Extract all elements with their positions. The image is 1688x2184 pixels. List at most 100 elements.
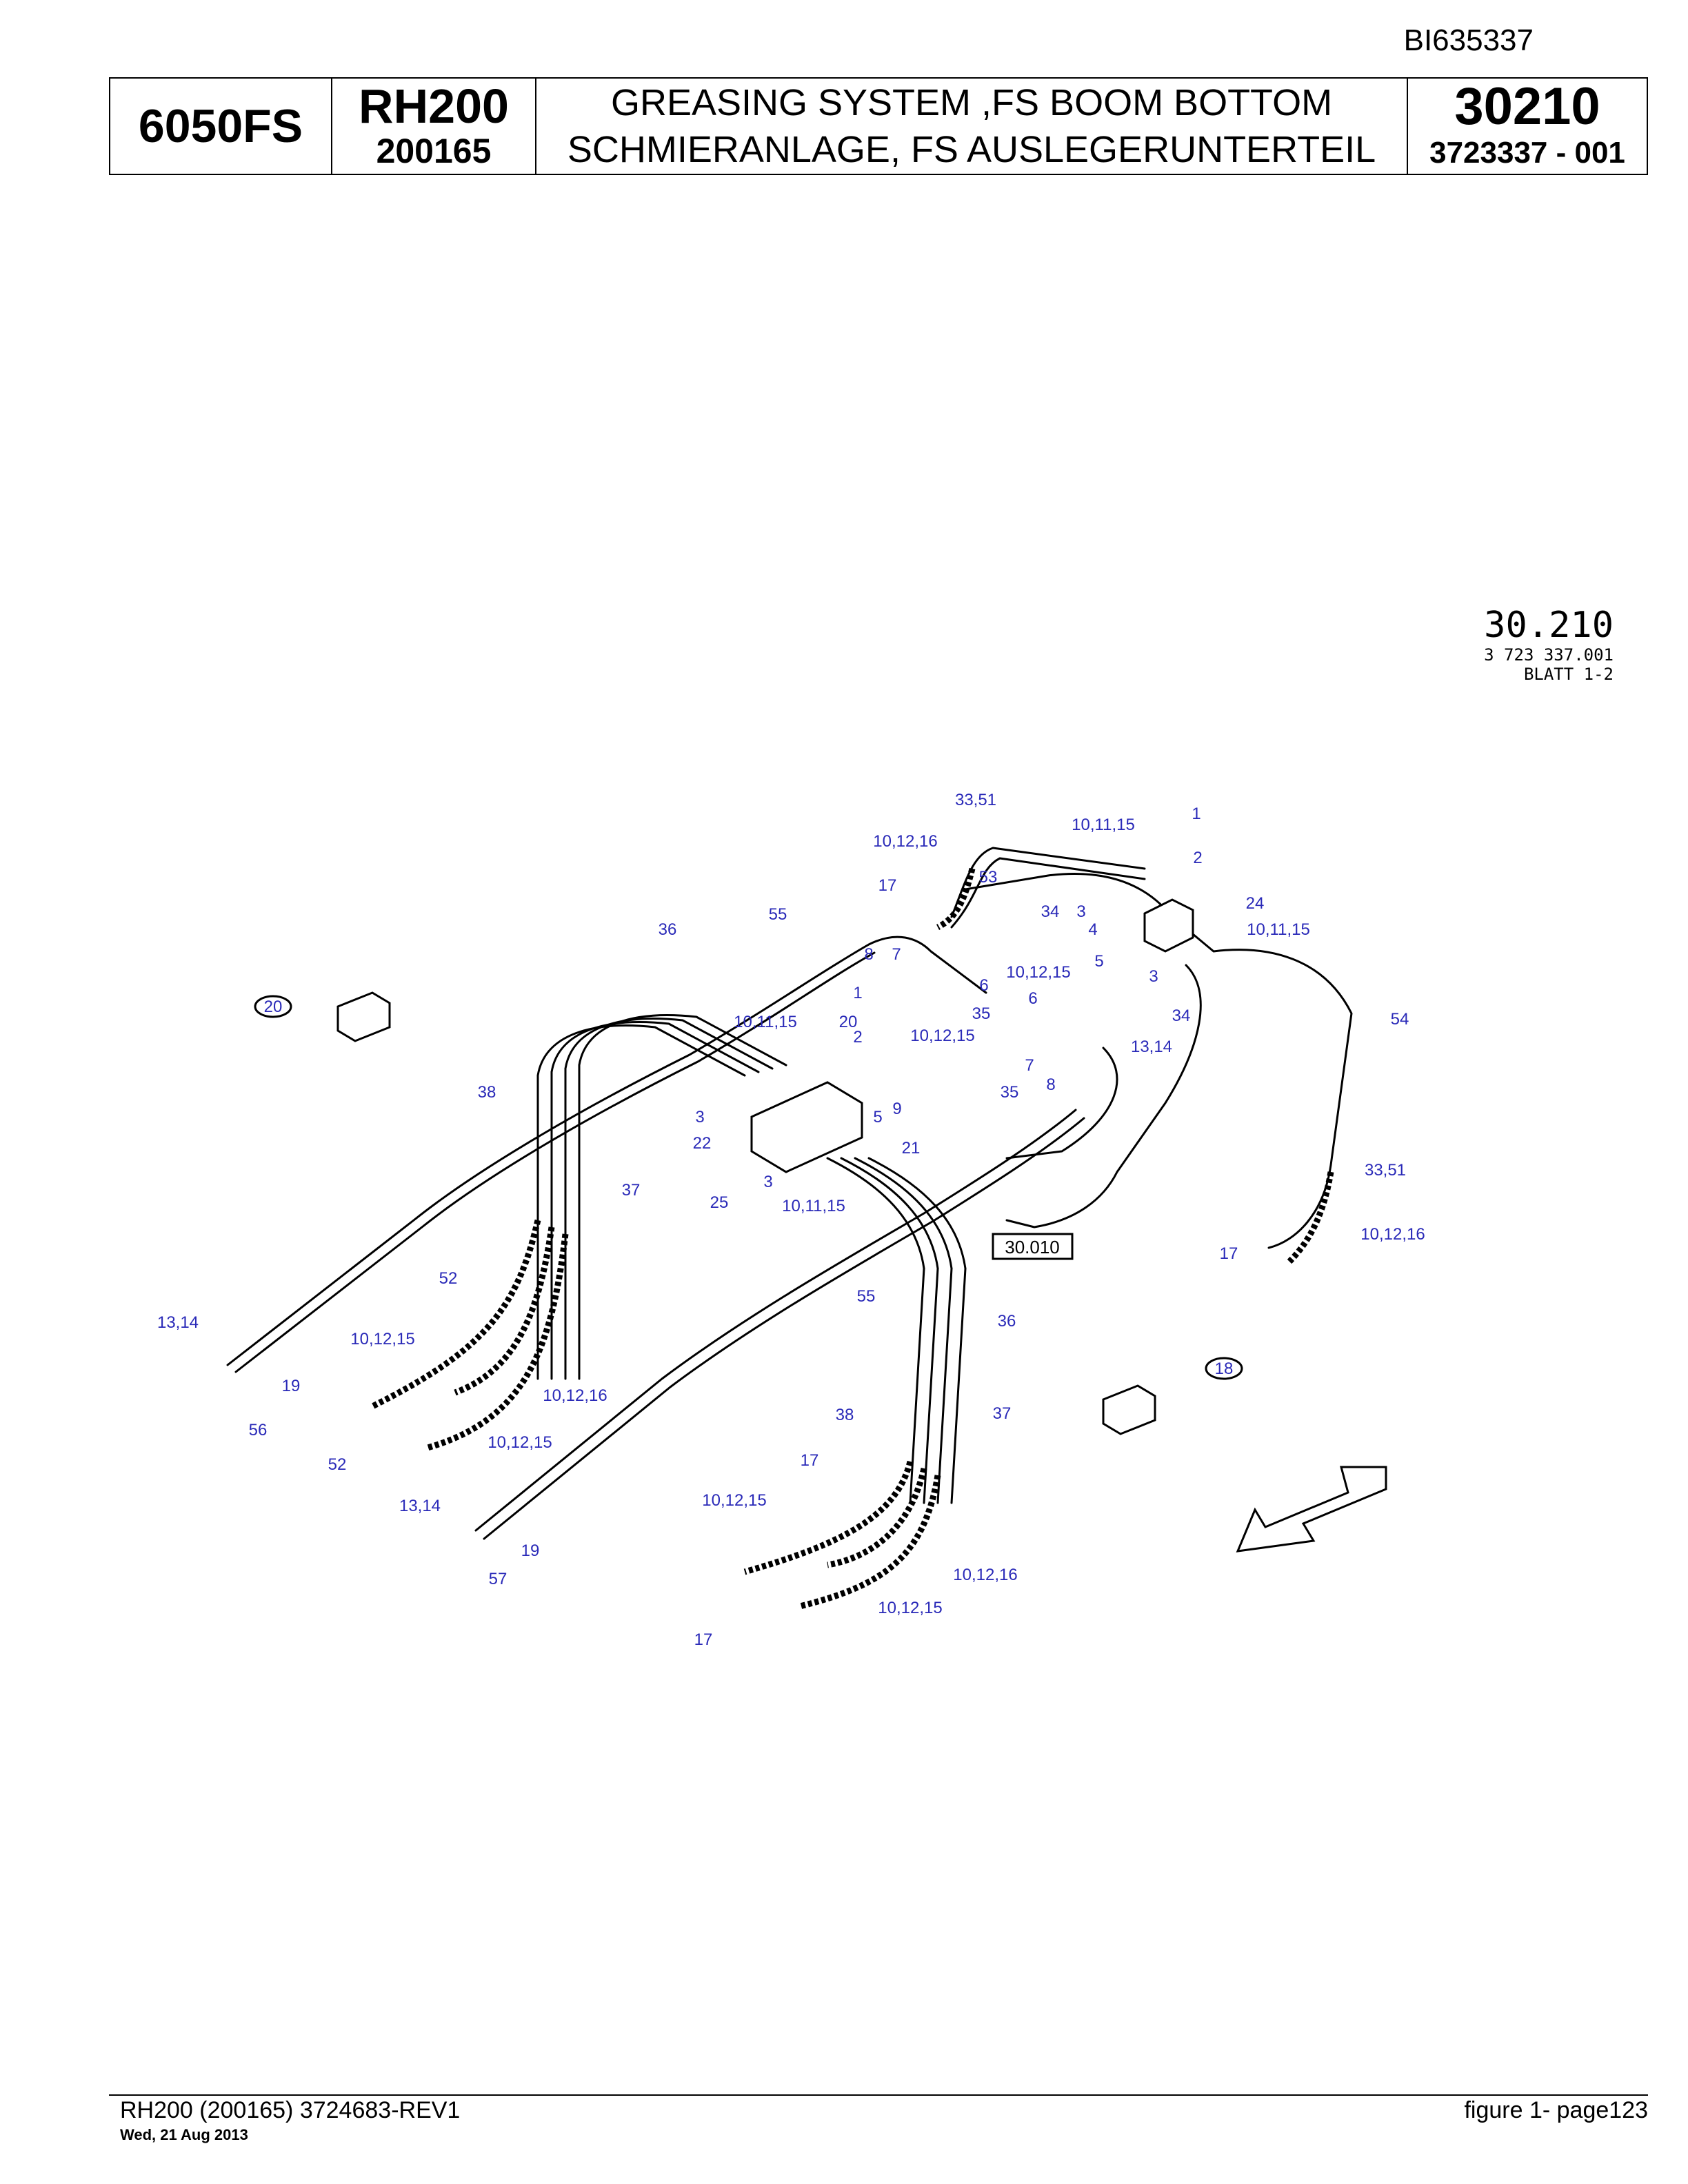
part-label: 24	[1246, 894, 1265, 913]
part-label: 9	[892, 1100, 901, 1118]
footer-page: figure 1- page123	[1464, 2097, 1648, 2123]
part-label: 7	[1025, 1056, 1034, 1075]
pipe-54	[964, 873, 1353, 1249]
part-label: 10,12,15	[350, 1330, 414, 1348]
part-label: 17	[694, 1630, 713, 1649]
part-label: 8	[1046, 1075, 1055, 1094]
part-label: 3	[695, 1108, 704, 1126]
hose-33-51-right	[1287, 1171, 1334, 1264]
part-label: 34	[1172, 1007, 1191, 1025]
part-label: 3	[1076, 902, 1085, 921]
part-label: 13,14	[399, 1497, 441, 1515]
pipe-lines	[226, 847, 1353, 1540]
part-label: 10,12,15	[1006, 963, 1070, 982]
part-label: 10,12,16	[873, 832, 937, 851]
part-label: 10,12,15	[910, 1027, 974, 1045]
part-label: 17	[801, 1451, 819, 1470]
part-label: 8	[864, 945, 873, 964]
reference-box-label: 30.010	[1005, 1237, 1060, 1257]
footer-date: Wed, 21 Aug 2013	[120, 2126, 248, 2143]
title-block: 6050FS RH200 200165 GREASING SYSTEM ,FS …	[109, 77, 1648, 175]
pipe-bundle-right	[909, 1267, 967, 1504]
part-label: 1	[1192, 805, 1200, 823]
part-label: 10,12,16	[953, 1566, 1017, 1584]
part-label: 34	[1041, 902, 1060, 921]
stamp-code: 30.210	[1484, 605, 1614, 646]
part-label: 10,11,15	[782, 1197, 845, 1215]
part-label: 36	[998, 1312, 1016, 1331]
part-label: 55	[769, 905, 787, 924]
part-label: 35	[1001, 1083, 1019, 1102]
part-label: 57	[489, 1570, 508, 1588]
part-label: 5	[1094, 952, 1103, 971]
part-label: 52	[439, 1269, 458, 1288]
part-label: 4	[1088, 920, 1097, 939]
part-label: 19	[521, 1541, 540, 1560]
part-label: 37	[993, 1404, 1012, 1423]
part-label: 10,12,15	[878, 1599, 942, 1617]
part-label: 10,12,15	[702, 1491, 766, 1510]
part-label: 38	[836, 1406, 854, 1424]
part-label: 37	[622, 1181, 641, 1200]
hose-33-51-top	[936, 867, 976, 931]
series-cell: RH200 200165	[332, 79, 536, 174]
hose-52-a	[370, 1219, 541, 1410]
model-number: 6050FS	[138, 100, 303, 152]
callout-oval-20	[254, 995, 292, 1018]
part-label: 3	[763, 1173, 772, 1191]
serial-number: 200165	[376, 132, 492, 170]
distributor-block-left	[750, 1081, 863, 1173]
callout-18: 18	[1215, 1359, 1234, 1378]
pipe-55-lower	[474, 1109, 1077, 1532]
part-label: 5	[873, 1108, 882, 1126]
part-label: 13,14	[157, 1313, 199, 1332]
stamp-sheet: BLATT 1-2	[1523, 665, 1614, 684]
part-label: 36	[659, 920, 677, 939]
part-label: 7	[892, 945, 901, 964]
code-cell: 30210 3723337 - 001	[1408, 79, 1647, 174]
grease-hoses	[370, 867, 1334, 1610]
part-label: 35	[972, 1004, 991, 1023]
part-label: 6	[1028, 989, 1037, 1008]
part-number: 3723337 - 001	[1429, 136, 1625, 170]
title-english: GREASING SYSTEM ,FS BOOM BOTTOM	[610, 82, 1333, 123]
pipe-34	[1005, 964, 1202, 1228]
part-label: 38	[478, 1083, 496, 1102]
part-label: 10,11,15	[1072, 816, 1135, 834]
drawing-stamp: 30.210 3 723 337.001 BLATT 1-2	[1484, 605, 1614, 684]
part-label: 17	[878, 876, 897, 895]
series-name: RH200	[359, 79, 509, 133]
part-label: 33,51	[1365, 1161, 1406, 1180]
part-label: 6	[979, 976, 988, 995]
part-label: 33,51	[955, 791, 996, 809]
footer-rule	[109, 2094, 1648, 2096]
callout-oval-18	[1205, 1357, 1243, 1380]
part-label: 1	[853, 984, 862, 1002]
distributor-block-right	[1143, 898, 1194, 953]
group-code: 30210	[1454, 77, 1600, 136]
part-label: 10,11,15	[1247, 920, 1310, 939]
part-label: 19	[282, 1377, 301, 1395]
part-label: 53	[979, 868, 998, 887]
part-label: 10,11,15	[734, 1013, 797, 1031]
pipe-clamp-18	[1102, 1384, 1156, 1435]
callout-20: 20	[264, 998, 283, 1016]
title-cell: GREASING SYSTEM ,FS BOOM BOTTOM SCHMIERA…	[536, 79, 1408, 174]
part-label: 10,12,16	[543, 1386, 607, 1405]
part-label: 3	[1149, 967, 1158, 986]
model-cell: 6050FS	[110, 79, 332, 174]
part-label: 56	[249, 1421, 268, 1439]
hose-52-b	[743, 1460, 914, 1575]
distributor-blocks	[336, 898, 1194, 1435]
reference-box	[992, 1233, 1074, 1260]
part-label: 17	[1220, 1244, 1238, 1263]
pipe-bundle-left	[536, 1064, 581, 1380]
part-label: 2	[1193, 849, 1202, 867]
part-label: 52	[328, 1455, 347, 1474]
part-label: 10,12,16	[1360, 1225, 1425, 1244]
part-label: 20	[839, 1013, 858, 1031]
direction-arrow-icon	[1236, 1466, 1387, 1553]
title-german: SCHMIERANLAGE, FS AUSLEGERUNTERTEIL	[567, 129, 1376, 170]
